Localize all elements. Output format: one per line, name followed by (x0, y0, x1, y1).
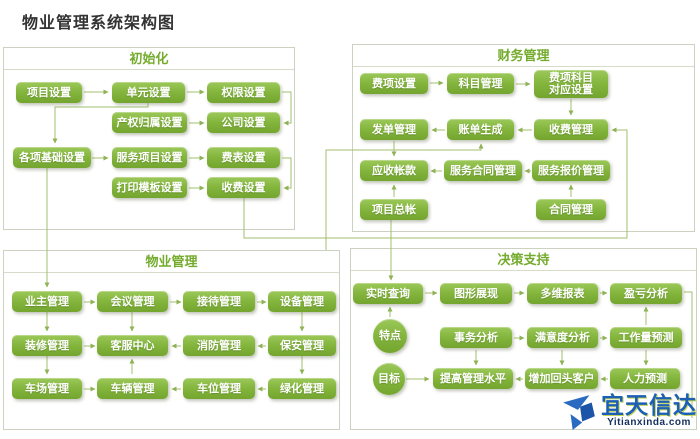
node-transaction-analysis: 事务分析 (440, 327, 512, 348)
section-title-property: 物业管理 (4, 251, 339, 273)
node-subject-management: 科目管理 (447, 73, 514, 94)
node-meeting-management: 会议管理 (97, 291, 168, 312)
node-fee-subject-mapping: 费项科目 对应设置 (534, 70, 608, 98)
watermark-logo (563, 395, 595, 430)
node-increase-repeat-customers: 增加回头客户 (525, 368, 598, 389)
node-goal: 目标 (373, 363, 405, 395)
node-service-contract-management: 服务合同管理 (444, 160, 522, 181)
node-satisfaction-analysis: 满意度分析 (527, 327, 598, 348)
node-fire-management: 消防管理 (183, 335, 255, 356)
node-feature: 特点 (373, 319, 407, 353)
node-renovation-management: 装修管理 (12, 335, 82, 356)
node-greening-management: 绿化管理 (268, 378, 336, 399)
node-project-ledger: 项目总帐 (360, 199, 428, 220)
node-unit-settings: 单元设置 (112, 82, 185, 103)
node-contract-management: 合同管理 (536, 199, 606, 220)
node-security-management: 保安管理 (268, 335, 336, 356)
node-reception-management: 接待管理 (183, 291, 255, 312)
node-ownership-settings: 产权归属设置 (112, 112, 187, 133)
node-vehicle-management: 车辆管理 (97, 378, 168, 399)
node-company-settings: 公司设置 (207, 112, 280, 133)
page-title: 物业管理系统架构图 (22, 15, 176, 32)
node-receivables: 应收帐款 (360, 160, 428, 181)
node-workload-forecast: 工作量预测 (610, 327, 682, 348)
node-permission-settings: 权限设置 (207, 82, 280, 103)
section-title-decision: 决策支持 (351, 249, 696, 271)
node-service-quote-management: 服务报价管理 (532, 160, 610, 181)
node-project-settings: 项目设置 (16, 82, 82, 103)
watermark: 宜天信达 Yitianxinda.com (560, 393, 697, 431)
node-multidim-report: 多维报表 (527, 283, 598, 304)
node-parking-space-management: 车位管理 (183, 378, 255, 399)
section-title-init: 初始化 (4, 48, 294, 70)
node-service-item-settings: 服务项目设置 (112, 147, 187, 168)
node-basic-settings: 各项基础设置 (13, 147, 91, 168)
node-customer-service-center: 客服中心 (97, 335, 168, 356)
watermark-domain: Yitianxinda.com (607, 417, 691, 428)
node-fee-item-settings: 费项设置 (360, 73, 428, 94)
node-charge-management: 收费管理 (534, 119, 608, 140)
node-owner-management: 业主管理 (12, 291, 82, 312)
node-charge-settings: 收费设置 (207, 177, 280, 198)
node-graphic-display: 图形展现 (440, 283, 512, 304)
node-invoice-management: 发单管理 (360, 119, 428, 140)
node-manpower-forecast: 人力预测 (610, 368, 680, 389)
node-bill-generation: 账单生成 (447, 119, 514, 140)
node-profit-loss-analysis: 盈亏分析 (610, 283, 682, 304)
node-equipment-management: 设备管理 (268, 291, 336, 312)
section-title-finance: 财务管理 (353, 45, 694, 67)
section-init: 初始化 (3, 47, 295, 230)
node-improve-management-level: 提高管理水平 (433, 368, 513, 389)
node-print-template-settings: 打印模板设置 (112, 177, 187, 198)
node-fee-table-settings: 费表设置 (207, 147, 280, 168)
node-realtime-query: 实时查询 (353, 283, 423, 304)
node-parking-lot-management: 车场管理 (12, 378, 82, 399)
watermark-brand: 宜天信达 (601, 392, 697, 418)
